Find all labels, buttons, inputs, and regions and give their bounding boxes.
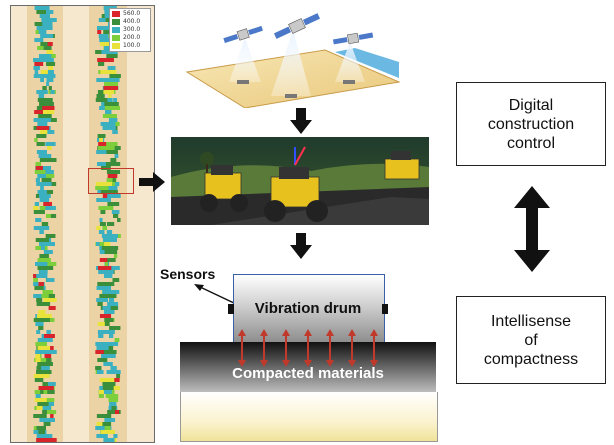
map-highlight-box (88, 168, 134, 194)
force-arrow-icon (370, 329, 378, 367)
legend-label: 400.0 (123, 18, 141, 25)
legend-label: 300.0 (123, 26, 141, 33)
legend-item: 560.0 (112, 10, 148, 18)
satellite-positioning-illustration (185, 13, 400, 108)
compacted-materials-label: Compacted materials (232, 365, 384, 382)
sensor-right (382, 304, 388, 314)
legend-swatch (112, 19, 120, 25)
bidirectional-arrow-icon (514, 186, 550, 272)
legend-item: 100.0 (112, 42, 148, 50)
force-arrow-icon (304, 329, 312, 367)
compaction-map-graphic (27, 6, 127, 442)
legend-item: 400.0 (112, 18, 148, 26)
legend-item: 300.0 (112, 26, 148, 34)
force-arrows (238, 329, 378, 367)
force-arrow-icon (326, 329, 334, 367)
force-arrow-icon (260, 329, 268, 367)
legend-swatch (112, 27, 120, 33)
sensor-left (228, 304, 234, 314)
right-arrow-icon (139, 172, 165, 192)
legend-item: 200.0 (112, 34, 148, 42)
force-arrow-icon (238, 329, 246, 367)
intellisense-compactness-text: Intellisense of compactness (483, 312, 579, 368)
legend-label: 200.0 (123, 34, 141, 41)
force-arrow-icon (348, 329, 356, 367)
legend-label: 100.0 (123, 42, 141, 49)
legend-swatch (112, 11, 120, 17)
sensor-pointer-arrow-icon (194, 284, 237, 305)
subgrade-layer (180, 392, 438, 442)
vibration-drum-label: Vibration drum (254, 300, 362, 317)
digital-construction-control-box: Digital construction control (456, 82, 606, 166)
down-arrow-icon (290, 233, 312, 259)
intellisense-compactness-box: Intellisense of compactness (456, 296, 606, 384)
legend-swatch (112, 43, 120, 49)
digital-construction-control-text: Digital construction control (487, 96, 575, 152)
legend-swatch (112, 35, 120, 41)
down-arrow-icon (290, 108, 312, 134)
legend-label: 560.0 (123, 10, 141, 17)
force-arrow-icon (282, 329, 290, 367)
sensors-label: Sensors (160, 266, 216, 282)
roller-compactor-scene (171, 137, 429, 225)
